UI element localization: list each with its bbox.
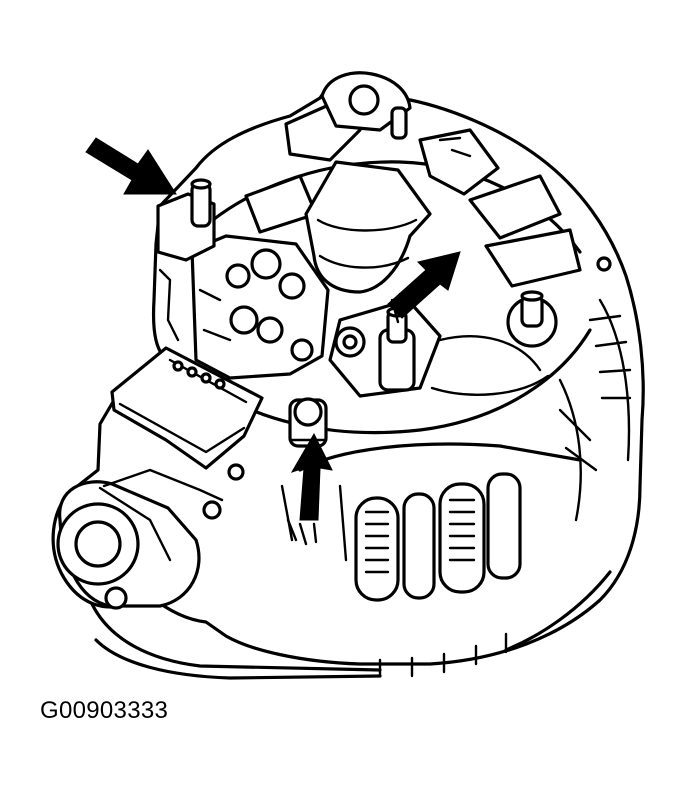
connector-plug bbox=[110, 346, 264, 470]
figure-id-label: G00903333 bbox=[40, 697, 169, 724]
rectifier-plate bbox=[190, 234, 330, 380]
callout-arrow-top-left bbox=[85, 137, 177, 195]
terminal-stud-right bbox=[506, 256, 612, 348]
regulator-cap bbox=[304, 160, 432, 294]
callout-arrow-bottom bbox=[286, 432, 333, 546]
mounting-bolt bbox=[288, 397, 328, 448]
output-stud-center bbox=[334, 306, 416, 392]
mounting-ear bbox=[56, 463, 245, 610]
cooling-vents bbox=[280, 442, 582, 602]
terminal-stud-left bbox=[156, 178, 216, 342]
alternator-illustration bbox=[51, 71, 645, 680]
callout-arrow-center bbox=[387, 251, 461, 324]
pulley-boss bbox=[320, 71, 472, 158]
